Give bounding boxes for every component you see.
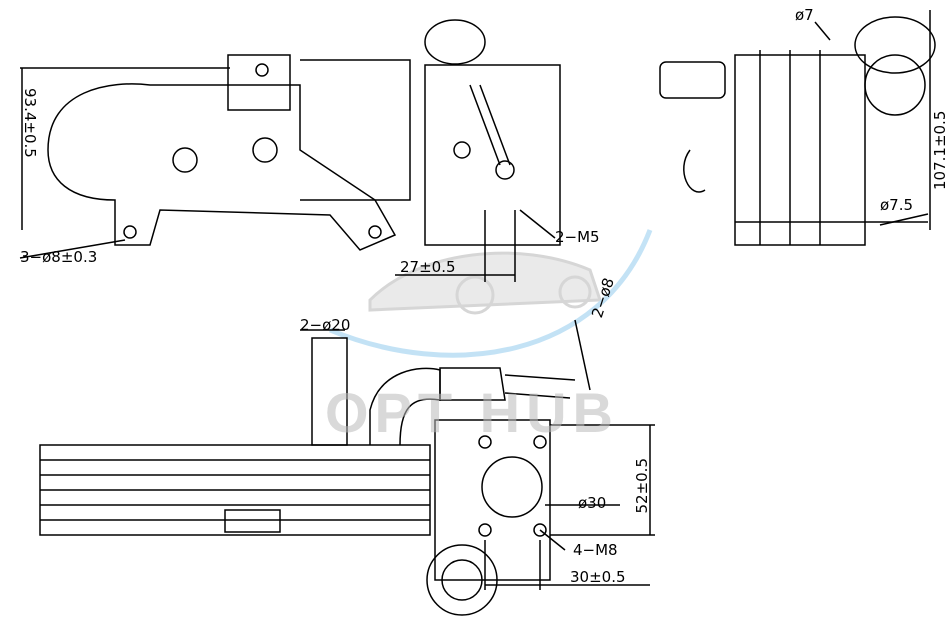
side-height-dimension: 93.4±0.5: [21, 88, 39, 158]
flange-spacing-label: 30±0.5: [570, 568, 626, 586]
pipes-label: 2−ø20: [300, 316, 351, 334]
side-holes-label: 3−ø8±0.3: [20, 248, 98, 266]
side-view: [19, 19, 561, 282]
side-threads-label: 2−M5: [555, 228, 600, 246]
watermark: OPT HUB: [325, 381, 619, 444]
port-label: ø30: [578, 494, 607, 512]
end-hole-small-label: ø7: [795, 6, 814, 24]
end-hole-large-label: ø7.5: [880, 196, 914, 214]
side-spacing-label: 27±0.5: [400, 258, 456, 276]
top-view: [39, 319, 655, 616]
end-view: [659, 10, 936, 246]
end-height-dimension: 107.1±0.5: [931, 110, 949, 190]
flange-height-dimension: 52±0.5: [633, 458, 651, 514]
flange-threads-label: 4−M8: [573, 541, 618, 559]
